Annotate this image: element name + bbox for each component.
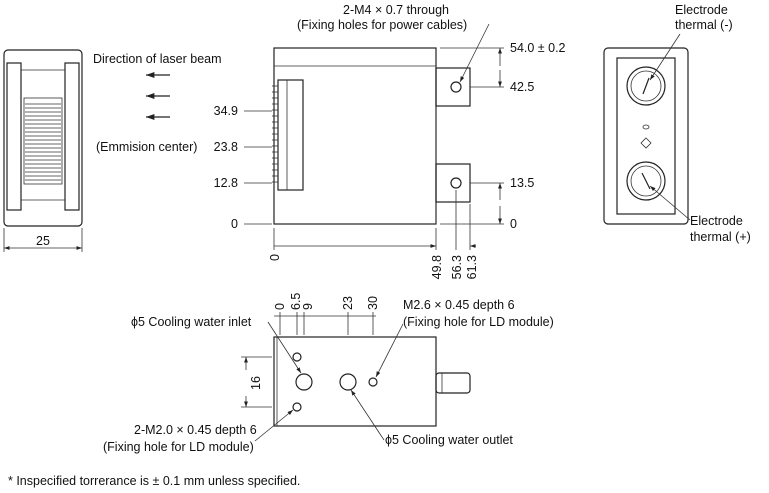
bottom-dim-9: 9 <box>301 303 315 310</box>
bottom-dim-30: 30 <box>366 296 380 310</box>
m26-label-1: M2.6 × 0.45 depth 6 <box>403 298 515 312</box>
m2-hole-top <box>292 352 302 362</box>
inlet-port <box>295 373 313 391</box>
power-hole-top <box>450 81 462 93</box>
m26-hole <box>368 377 378 387</box>
m26-label-2: (Fixing hole for LD module) <box>403 315 554 329</box>
right-dim-0: 0 <box>510 217 517 231</box>
bottom-view: 0 6.5 9 23 30 16 ϕ5 Cooling water inlet … <box>103 293 554 454</box>
front-view-comb <box>272 85 278 183</box>
front-view: 34.9 (Emmision center) 23.8 12.8 0 54.0 … <box>96 3 566 279</box>
footnote: * Inspecified torrerance is ± 0.1 mm unl… <box>8 474 300 488</box>
m2-hole-bottom <box>292 402 302 412</box>
x-dim-61-3: 61.3 <box>465 255 479 279</box>
m20-label-1: 2-M2.0 × 0.45 depth 6 <box>134 423 257 437</box>
bottom-dim-0: 0 <box>273 303 287 310</box>
x-dim-0: 0 <box>268 254 282 261</box>
y-dim-12-8: 12.8 <box>214 176 238 190</box>
terminal-minus-label-2: thermal (-) <box>675 18 733 32</box>
beam-direction-label: Direction of laser beam <box>93 52 222 66</box>
right-side-view: Electrode thermal (-) Electrode thermal … <box>603 3 751 244</box>
left-side-view: 25 <box>3 49 83 252</box>
hole-callout-line1: 2-M4 × 0.7 through <box>343 3 449 17</box>
bottom-dim-6-5: 6.5 <box>289 293 303 310</box>
terminal-plus-label-1: Electrode <box>690 214 743 228</box>
hole-callout-line2: (Fixing holes for power cables) <box>297 18 467 32</box>
outlet-port <box>339 373 357 391</box>
y-dim-0: 0 <box>231 217 238 231</box>
height-dim-16: 16 <box>249 376 263 390</box>
left-width-dim: 25 <box>36 234 50 248</box>
x-dim-56-3: 56.3 <box>450 255 464 279</box>
y-dim-23-8: 23.8 <box>214 140 238 154</box>
outlet-label: ϕ5 Cooling water outlet <box>385 433 513 447</box>
terminal-minus-label-1: Electrode <box>675 3 728 17</box>
y-dim-34-9: 34.9 <box>214 104 238 118</box>
inlet-label: ϕ5 Cooling water inlet <box>131 315 252 329</box>
terminal-plus-label-2: thermal (+) <box>690 230 751 244</box>
right-dim-13-5: 13.5 <box>510 176 534 190</box>
laser-beam-direction: Direction of laser beam <box>93 52 222 120</box>
left-view-fins <box>25 103 61 181</box>
bottom-dim-23: 23 <box>341 296 355 310</box>
right-dim-54: 54.0 ± 0.2 <box>510 41 566 55</box>
emission-center-label: (Emmision center) <box>96 140 197 154</box>
power-hole-bottom <box>450 177 462 189</box>
m20-label-2: (Fixing hole for LD module) <box>103 440 254 454</box>
x-dim-49-8: 49.8 <box>430 255 444 279</box>
right-dim-42-5: 42.5 <box>510 80 534 94</box>
